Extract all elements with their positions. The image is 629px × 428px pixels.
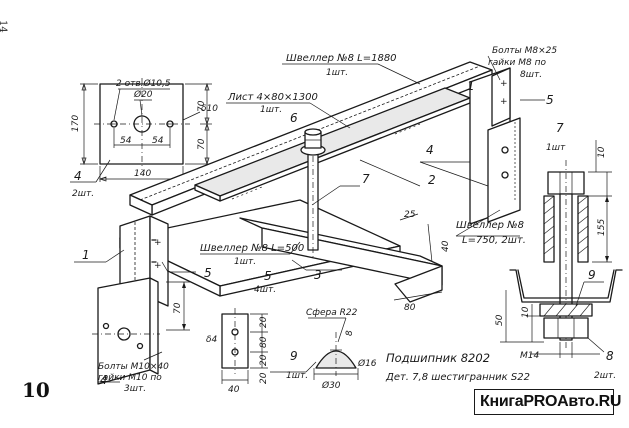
part-label-5-left: 5 [204, 266, 212, 280]
channel-500-label: Швеллер №8 L=500 [200, 243, 304, 254]
part5-dim-20b: 20 [259, 354, 269, 366]
plate-qty: 2шт. [72, 189, 94, 199]
dim-40: 40 [441, 240, 451, 252]
channel-long-qty: 1шт. [326, 68, 348, 78]
part5-dim-40: 40 [228, 385, 240, 395]
sheet-qty: 1шт. [260, 105, 282, 115]
dim-10-bottom: 10 [521, 306, 531, 318]
svg-text:+: + [500, 79, 508, 89]
part-numbers: 1 1 2 3 4 4 5 5 6 7 7 8 9 9 5 [82, 79, 614, 387]
bolts-m8-label: Болты М8×25 [492, 46, 557, 56]
plate-dim-140: 140 [134, 169, 151, 179]
leaders [74, 55, 604, 383]
dim-1sht: 1шт [546, 143, 566, 153]
svg-text:+: + [154, 238, 162, 248]
bolt-section-detail [500, 140, 623, 358]
sheet-label: Лист 4×80×1300 [227, 92, 318, 103]
part5-detail [221, 308, 268, 384]
part-label-4-bottom: 4 [100, 373, 108, 387]
figure-number: 10 [22, 378, 50, 402]
channel-500-qty: 1шт. [234, 257, 256, 267]
part-label-5-detail: 5 [264, 269, 272, 283]
plate-detail: 2 отв.Ø10,5 Ø20 54 54 140 170 70 70 δ10 … [70, 78, 218, 199]
bearing-label: Подшипник 8202 [386, 351, 490, 365]
callout-texts: Швеллер №8 L=1880 1шт. Лист 4×80×1300 1ш… [98, 46, 557, 394]
plate-holes-label: 2 отв.Ø10,5 [116, 78, 171, 89]
dim-80: 80 [404, 303, 416, 313]
channel-long-label: Швеллер №8 L=1880 [286, 53, 397, 64]
part-label-9-right: 9 [588, 268, 596, 282]
part5-dim-20a: 20 [259, 316, 269, 328]
part-label-6: 6 [290, 111, 298, 125]
plate-center-hole: Ø20 [133, 89, 153, 100]
nuts-m10-label: гайки М10 по [98, 373, 162, 383]
svg-text:+: + [154, 261, 162, 271]
channel-750-qty: L=750, 2шт. [462, 235, 526, 246]
part9-dim-8: 8 [345, 330, 355, 336]
part9-qty: 1шт. [286, 371, 308, 381]
nuts-m10-qty: 3шт. [124, 384, 146, 394]
part-label-3: 3 [314, 268, 322, 282]
svg-text:+: + [500, 97, 508, 107]
plate-thickness: δ10 [201, 104, 218, 114]
nuts-m8-label: гайки М8 по [488, 58, 546, 68]
dim-25: 25 [404, 210, 416, 220]
part5-qty: 4шт. [254, 285, 276, 295]
plate-dim-70a: 70 [197, 100, 207, 112]
plate-part-no: 4 [74, 169, 82, 183]
part5-dim-80: 80 [259, 336, 269, 348]
plate-dim-70b: 70 [197, 138, 207, 150]
part-label-7-right: 7 [556, 121, 564, 135]
part5-dim-20c: 20 [259, 372, 269, 384]
main-assembly: + + + + [92, 61, 521, 385]
sphere-label: Сфера R22 [306, 308, 358, 318]
part-label-4-right: 4 [426, 143, 434, 157]
part-label-8: 8 [606, 349, 614, 363]
watermark-logo: КнигаPROАвто.RU [474, 389, 621, 415]
part9-sphere-detail [308, 317, 359, 380]
plate-dim-54b: 54 [152, 136, 164, 146]
part-label-7: 7 [362, 172, 370, 186]
part9-dim-30: Ø30 [321, 380, 341, 391]
dim-70-left: 70 [173, 302, 183, 314]
part9-dim-16: Ø16 [357, 358, 377, 369]
dim-2sht: 2шт. [594, 371, 616, 381]
dim-10-top: 10 [597, 146, 607, 158]
part-label-1-right: 1 [467, 79, 475, 93]
part-label-1-left: 1 [82, 248, 90, 262]
dim-155: 155 [597, 219, 607, 236]
part-label-9: 9 [290, 349, 298, 363]
channel-750-label: Швеллер №8 [456, 220, 524, 231]
dim-50: 50 [495, 314, 505, 326]
part-label-2: 2 [428, 173, 436, 187]
part5-thickness: δ4 [206, 335, 218, 345]
plate-dim-54a: 54 [120, 136, 132, 146]
part-label-5-right: 5 [546, 93, 554, 107]
watermark-text: КнигаPROАвто.RU [480, 393, 622, 410]
hex-note: Дет. 7,8 шестигранник S22 [385, 372, 530, 383]
nuts-m8-qty: 8шт. [520, 70, 542, 80]
dimension-texts: 25 40 80 70 10 155 50 10 М14 1шт 2шт. 4ш… [173, 143, 616, 395]
plate-dim-170: 170 [71, 115, 81, 132]
dim-m14: М14 [520, 351, 539, 361]
bolts-m10-label: Болты М10×40 [98, 362, 169, 372]
